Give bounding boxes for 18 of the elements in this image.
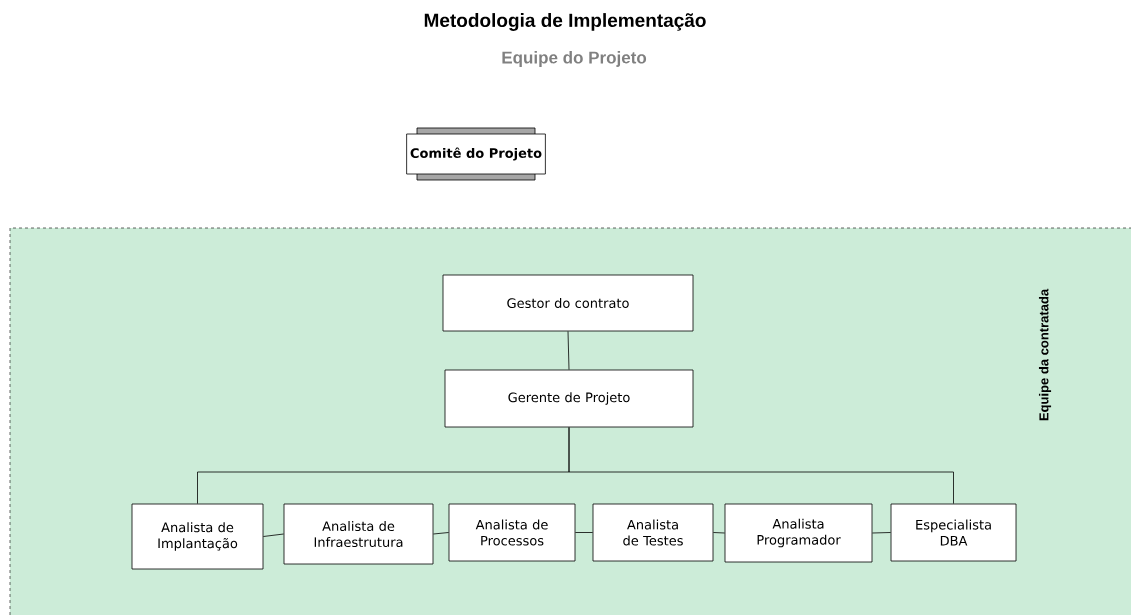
connector-line xyxy=(567,331,570,370)
role-box: Especialista DBA xyxy=(890,503,1017,562)
role-box: Gerente de Projeto xyxy=(444,369,694,428)
role-box: Gestor do contrato xyxy=(442,274,694,332)
role-box: Analista de Infraestrutura xyxy=(283,503,434,565)
committee-box: Comitê do Projeto xyxy=(406,127,546,181)
connector-line xyxy=(575,532,593,533)
connector-line xyxy=(433,532,449,535)
role-box: Analista de Processos xyxy=(448,503,576,562)
subtitle: Equipe do Projeto xyxy=(502,51,647,67)
role-box: Analista Programador xyxy=(724,503,873,563)
role-box: Analista de Implantação xyxy=(131,503,264,570)
role-box: Analista de Testes xyxy=(592,503,714,562)
connector-line xyxy=(263,533,284,537)
connector-line xyxy=(568,427,954,504)
connector-line xyxy=(872,532,891,534)
connector-line xyxy=(713,532,725,534)
title: Metodologia de Implementação xyxy=(424,13,706,31)
